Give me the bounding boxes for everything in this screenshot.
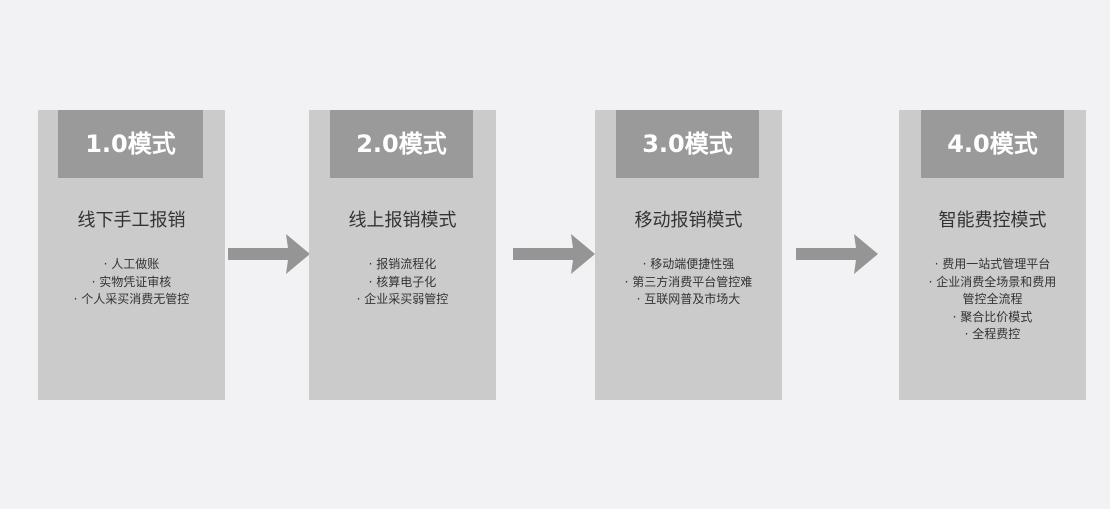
stage-bullet: · 聚合比价模式	[952, 309, 1033, 324]
stage-bullet: · 报销流程化	[368, 257, 437, 271]
stage-bullet: · 企业消费全场景和费用	[928, 274, 1057, 289]
stage-bullet: · 移动端便捷性强	[642, 257, 735, 271]
stage-header-3: 3.0模式	[616, 110, 759, 178]
stage-header-4: 4.0模式	[921, 110, 1064, 178]
stage-bullets-3: · 移动端便捷性强 · 第三方消费平台管控难 · 互联网普及市场大	[595, 256, 782, 309]
stage-bullets-4: · 费用一站式管理平台 · 企业消费全场景和费用 管控全流程 · 聚合比价模式 …	[899, 256, 1086, 344]
stage-bullets-2: · 报销流程化 · 核算电子化 · 企业采买弱管控	[309, 256, 496, 309]
stage-bullet: · 企业采买弱管控	[356, 292, 449, 306]
stage-card-2: 2.0模式 线上报销模式 · 报销流程化 · 核算电子化 · 企业采买弱管控	[309, 110, 496, 400]
stage-bullet: · 费用一站式管理平台	[934, 257, 1051, 271]
stage-bullet: · 实物凭证审核	[91, 274, 172, 289]
stage-bullet: · 个人采买消费无管控	[73, 292, 190, 306]
stage-bullet: · 人工做账	[103, 257, 160, 271]
stage-title-3: 移动报销模式	[634, 210, 743, 231]
arrow-right-icon	[796, 234, 878, 274]
stage-bullets-1: · 人工做账 · 实物凭证审核 · 个人采买消费无管控	[38, 256, 225, 309]
stage-card-1: 1.0模式 线下手工报销 · 人工做账 · 实物凭证审核 · 个人采买消费无管控	[38, 110, 225, 400]
stage-header-1: 1.0模式	[58, 110, 203, 178]
stage-title-2: 线上报销模式	[348, 210, 457, 231]
stage-card-3: 3.0模式 移动报销模式 · 移动端便捷性强 · 第三方消费平台管控难 · 互联…	[595, 110, 782, 400]
stage-bullet: · 核算电子化	[368, 274, 437, 289]
stage-title-1: 线下手工报销	[77, 210, 186, 231]
stage-bullet: · 第三方消费平台管控难	[624, 274, 753, 289]
stage-bullet: 管控全流程	[962, 292, 1023, 306]
stage-header-2: 2.0模式	[330, 110, 473, 178]
arrow-right-icon	[513, 234, 595, 274]
stage-title-4: 智能费控模式	[938, 210, 1047, 231]
stage-bullet: · 全程费控	[964, 327, 1021, 341]
stage-card-4: 4.0模式 智能费控模式 · 费用一站式管理平台 · 企业消费全场景和费用 管控…	[899, 110, 1086, 400]
arrow-right-icon	[228, 234, 310, 274]
stage-bullet: · 互联网普及市场大	[636, 292, 741, 306]
